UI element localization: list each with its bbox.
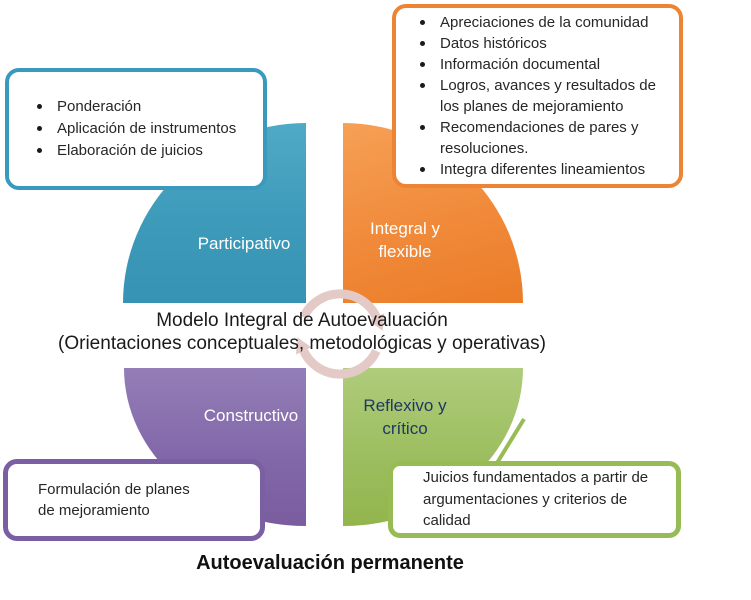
center-title-line1: Modelo Integral de Autoevaluación: [156, 310, 448, 331]
list-item: Recomendaciones de pares y resoluciones.: [416, 117, 673, 159]
quadrant-label-integral: Integral y flexible: [370, 219, 440, 261]
callout-constructivo: Formulación de planes de mejoramiento: [3, 459, 265, 541]
callout-text-constructivo: Formulación de planes de mejoramiento: [38, 480, 190, 520]
list-item: Información documental: [416, 54, 673, 75]
list-item: Datos históricos: [416, 33, 673, 54]
center-title: Modelo Integral de Autoevaluación (Orien…: [0, 309, 604, 355]
cycle-arrows-icon: [296, 289, 384, 379]
callout-reflexivo: Juicios fundamentados a partir de argume…: [388, 461, 681, 538]
list-item: Apreciaciones de la comunidad: [416, 12, 673, 33]
quadrant-label-constructivo: Constructivo: [203, 406, 299, 425]
quadrant-label-reflexivo: Reflexivo y crítico: [363, 396, 447, 438]
list-item: Integra diferentes lineamientos: [416, 159, 673, 180]
list-item: Ponderación: [33, 96, 257, 118]
list-item: Aplicación de instrumentos: [33, 118, 257, 140]
list-item: Elaboración de juicios: [33, 140, 257, 162]
quadrant-label-participativo: Participativo: [197, 234, 291, 253]
callout-tail-reflexivo: [495, 417, 526, 465]
callout-text-reflexivo: Juicios fundamentados a partir de argume…: [423, 469, 649, 530]
center-title-line2: (Orientaciones conceptuales, metodológic…: [58, 333, 546, 354]
footer-title: Autoevaluación permanente: [196, 552, 464, 574]
list-item: Logros, avances y resultados de los plan…: [416, 75, 673, 117]
